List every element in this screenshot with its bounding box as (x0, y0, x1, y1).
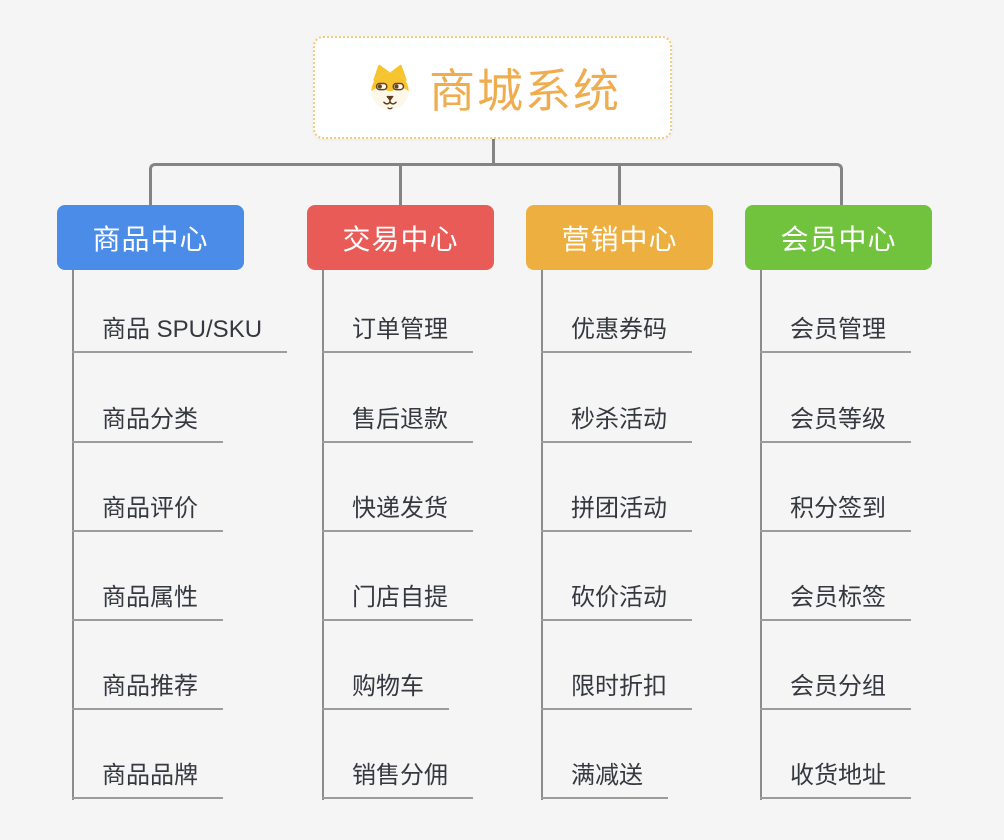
root-node-mall-system[interactable]: 商城系统 (313, 36, 672, 139)
leaf-node[interactable]: 商品属性 (72, 577, 223, 621)
connector-root-drop (492, 139, 495, 164)
connector-bus-left (149, 163, 496, 208)
branch-label: 会员中心 (780, 223, 897, 255)
leaf-node[interactable]: 收货地址 (760, 755, 911, 799)
leaf-node[interactable]: 限时折扣 (541, 666, 692, 710)
root-title: 商城系统 (429, 64, 621, 117)
leaf-node[interactable]: 订单管理 (322, 309, 473, 353)
leaf-node[interactable]: 会员分组 (760, 666, 911, 710)
connector-spine-marketing (541, 270, 543, 800)
connector-spine-trade (322, 270, 324, 800)
leaf-node[interactable]: 会员管理 (760, 309, 911, 353)
leaf-node[interactable]: 购物车 (322, 666, 449, 710)
connector-drop-marketing (618, 164, 621, 205)
leaf-node[interactable]: 砍价活动 (541, 577, 692, 621)
connector-drop-trade (399, 164, 402, 205)
leaf-node[interactable]: 优惠券码 (541, 309, 692, 353)
leaf-node[interactable]: 拼团活动 (541, 488, 692, 532)
leaf-node[interactable]: 会员标签 (760, 577, 911, 621)
branch-node-marketing-center[interactable]: 营销中心 (526, 205, 713, 270)
branch-node-trade-center[interactable]: 交易中心 (307, 205, 494, 270)
leaf-node[interactable]: 销售分佣 (322, 755, 473, 799)
dog-face-icon (371, 64, 409, 110)
leaf-node[interactable]: 会员等级 (760, 399, 911, 443)
leaf-node[interactable]: 售后退款 (322, 399, 473, 443)
leaf-node[interactable]: 商品 SPU/SKU (72, 309, 288, 353)
leaf-node[interactable]: 商品评价 (72, 488, 223, 532)
branch-node-product-center[interactable]: 商品中心 (57, 205, 244, 270)
connector-bus-right (493, 163, 843, 208)
connector-spine-product (72, 270, 74, 800)
leaf-node[interactable]: 积分签到 (760, 488, 911, 532)
leaf-node[interactable]: 商品品牌 (72, 755, 223, 799)
branch-label: 商品中心 (92, 223, 209, 255)
leaf-node[interactable]: 满减送 (541, 755, 668, 799)
leaf-node[interactable]: 商品分类 (72, 399, 223, 443)
leaf-node[interactable]: 商品推荐 (72, 666, 223, 710)
connector-spine-member (760, 270, 762, 800)
branch-label: 营销中心 (561, 223, 678, 255)
leaf-node[interactable]: 门店自提 (322, 577, 473, 621)
branch-label: 交易中心 (342, 223, 459, 255)
leaf-node[interactable]: 秒杀活动 (541, 399, 692, 443)
branch-node-member-center[interactable]: 会员中心 (745, 205, 932, 270)
leaf-node[interactable]: 快递发货 (322, 488, 473, 532)
